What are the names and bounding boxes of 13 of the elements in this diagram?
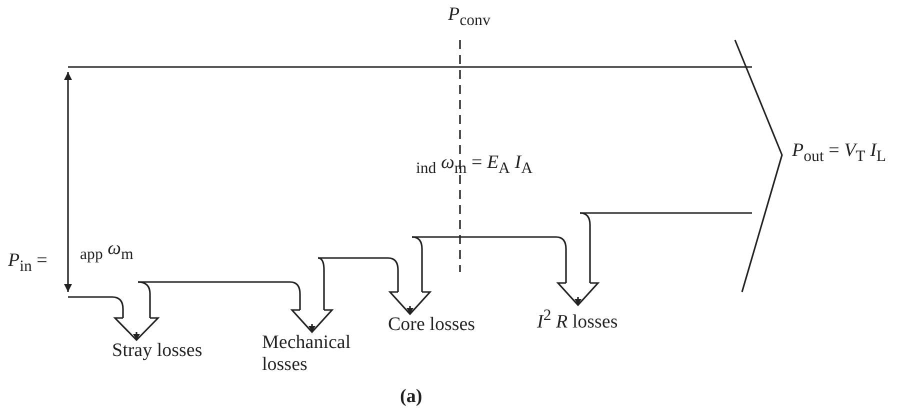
figure-caption: (a)	[400, 386, 422, 408]
loss-label: Core losses	[388, 314, 498, 336]
loss-label: I$^{2}$ R losses	[537, 305, 647, 334]
input-power-label: P$_{in}$ =	[8, 250, 48, 277]
loss-arrow	[387, 236, 431, 315]
output-power-formula: P$_{out}$ = V$_{T}$ I$_{L}$	[792, 140, 886, 167]
loss-label: Stray losses	[112, 340, 222, 362]
loss-arrow	[555, 212, 599, 306]
loss-label: Mechanical losses	[262, 332, 372, 376]
conv-power-label: P$_{conv}$	[448, 4, 490, 31]
loss-arrow	[111, 281, 159, 341]
loss-arrow	[289, 257, 333, 333]
applied-torque-formula: $_{app}$ ω$_{m}$	[80, 238, 134, 265]
